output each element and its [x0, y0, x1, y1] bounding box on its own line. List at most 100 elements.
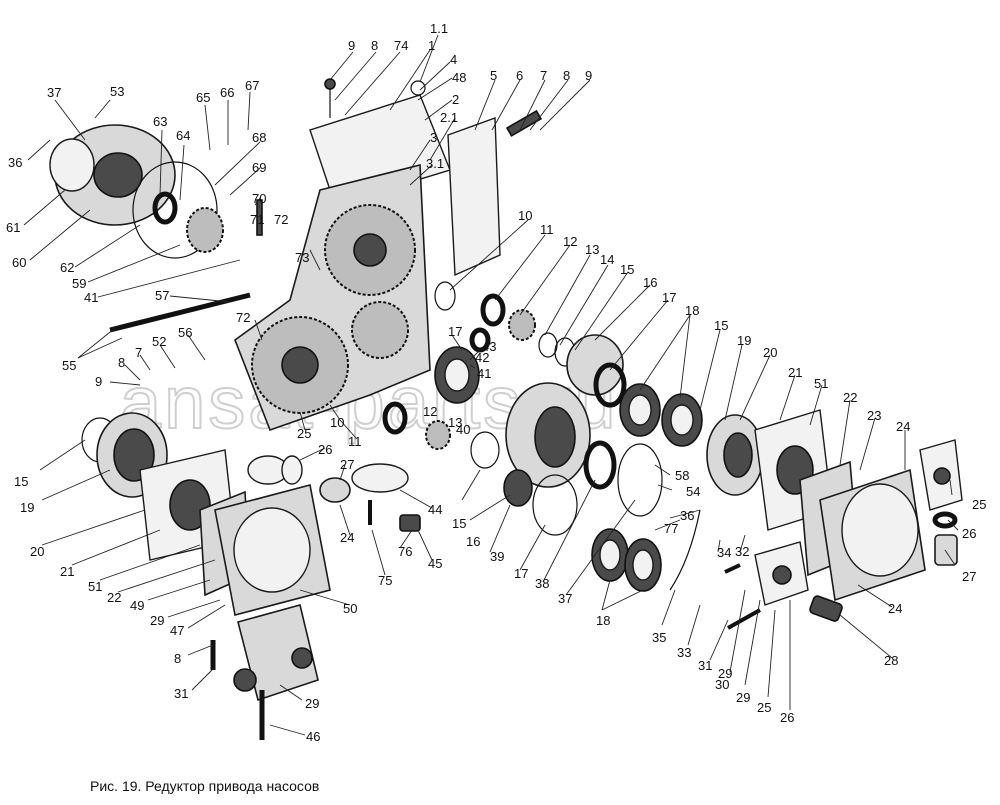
- callout-label: 10: [330, 415, 344, 430]
- callout-label: 75: [378, 573, 392, 588]
- callout-label: 70: [252, 191, 266, 206]
- callout-label: 55: [62, 358, 76, 373]
- callout-label: 8: [563, 68, 570, 83]
- callout-label: 3: [430, 130, 437, 145]
- callout-label: 62: [60, 260, 74, 275]
- callout-label: 54: [686, 484, 700, 499]
- callout-label: 42: [475, 350, 489, 365]
- roller-12: [508, 309, 536, 341]
- callout-label: 8: [174, 651, 181, 666]
- callout-label: 29: [718, 666, 732, 681]
- callout-label: 2.1: [440, 110, 458, 125]
- nipple-28: [809, 595, 843, 622]
- cover-39-bore: [534, 406, 576, 468]
- callout-label: 1: [428, 38, 435, 53]
- callout-label: 15: [14, 474, 28, 489]
- callout-label: 40: [456, 422, 470, 437]
- callout-label: 19: [20, 500, 34, 515]
- callout-label: 9: [585, 68, 592, 83]
- fitting-26-center: [281, 455, 303, 485]
- callout-label: 72: [236, 310, 250, 325]
- callout-label: 60: [12, 255, 26, 270]
- nipple-27-right: [934, 534, 958, 566]
- bearing-27-center: [319, 477, 351, 503]
- fitting-block-right-port: [772, 565, 792, 585]
- parts-drawing: [49, 78, 963, 740]
- callout-label: 59: [72, 276, 86, 291]
- callout-label: 21: [788, 365, 802, 380]
- pump-body-left-face: [233, 507, 311, 593]
- callout-label: 73: [295, 250, 309, 265]
- circlip-17-lower: [532, 474, 578, 536]
- callout-label: 45: [428, 556, 442, 571]
- callout-label: 25: [972, 497, 986, 512]
- figure-caption: Рис. 19. Редуктор привода насосов: [90, 778, 320, 794]
- callout-label: 18: [685, 303, 699, 318]
- callout-label: 17: [514, 566, 528, 581]
- callout-label: 9: [95, 374, 102, 389]
- callout-label: 76: [398, 544, 412, 559]
- callout-label: 61: [6, 220, 20, 235]
- callout-label: 7: [135, 345, 142, 360]
- callout-label: 8: [371, 38, 378, 53]
- bearing-19-right-bore: [723, 432, 753, 478]
- callout-label: 11: [540, 222, 554, 237]
- callout-label: 26: [780, 710, 794, 725]
- fitting-25-right-port: [933, 467, 951, 485]
- seal-16-lower: [503, 469, 533, 507]
- circlip-40: [470, 431, 500, 469]
- callout-label: 22: [843, 390, 857, 405]
- spline-gear: [186, 207, 224, 253]
- left-flange-bore: [93, 152, 143, 198]
- callout-label: 46: [306, 729, 320, 744]
- plate-44: [351, 463, 409, 493]
- callout-label: 51: [814, 376, 828, 391]
- callout-label: 26: [318, 442, 332, 457]
- bearing-19-left-bore: [113, 428, 155, 482]
- bolt-top-right: [505, 109, 543, 137]
- ring-11: [480, 293, 506, 327]
- top-bolt-head: [324, 78, 336, 90]
- pump-lower-port: [233, 668, 257, 692]
- callout-label: 71: [250, 212, 264, 227]
- callout-label: 15: [714, 318, 728, 333]
- callout-label: 74: [394, 38, 408, 53]
- callout-label: 36: [680, 508, 694, 523]
- callout-label: 6: [516, 68, 523, 83]
- gasket-plate: [447, 117, 501, 277]
- gasket-disc: [132, 161, 218, 259]
- callout-label: 18: [596, 613, 610, 628]
- callout-label: 39: [490, 549, 504, 564]
- callout-label: 23: [867, 408, 881, 423]
- callout-label: 14: [600, 252, 614, 267]
- seal-18b-inner: [670, 404, 694, 436]
- pin-70: [256, 199, 263, 236]
- callout-label: 37: [47, 85, 61, 100]
- callout-labels: 1.1 9 8 74 1 4 48 2 2.1 3 3.1 5 6 7 8 9 …: [6, 21, 986, 744]
- callout-label: 20: [763, 345, 777, 360]
- callout-label: 72: [274, 212, 288, 227]
- callout-label: 15: [452, 516, 466, 531]
- flange-cap: [49, 138, 95, 192]
- callout-label: 20: [30, 544, 44, 559]
- callout-label: 12: [563, 234, 577, 249]
- middle-gear: [351, 301, 409, 359]
- callout-label: 38: [535, 576, 549, 591]
- callout-label: 16: [466, 534, 480, 549]
- callout-label: 52: [152, 334, 166, 349]
- callout-label: 53: [110, 84, 124, 99]
- callout-label: 57: [155, 288, 169, 303]
- circlip-10: [434, 281, 456, 311]
- lower-gear-hub: [281, 346, 319, 384]
- roller-13: [425, 420, 451, 450]
- callout-label: 48: [452, 70, 466, 85]
- callout-label: 27: [962, 569, 976, 584]
- callout-label: 24: [896, 419, 910, 434]
- callout-label: 11: [348, 434, 362, 449]
- callout-label: 1.1: [430, 21, 448, 36]
- callout-label: 17: [448, 324, 462, 339]
- callout-label: 47: [170, 623, 184, 638]
- callout-label: 9: [348, 38, 355, 53]
- upper-gear-hub: [353, 233, 387, 267]
